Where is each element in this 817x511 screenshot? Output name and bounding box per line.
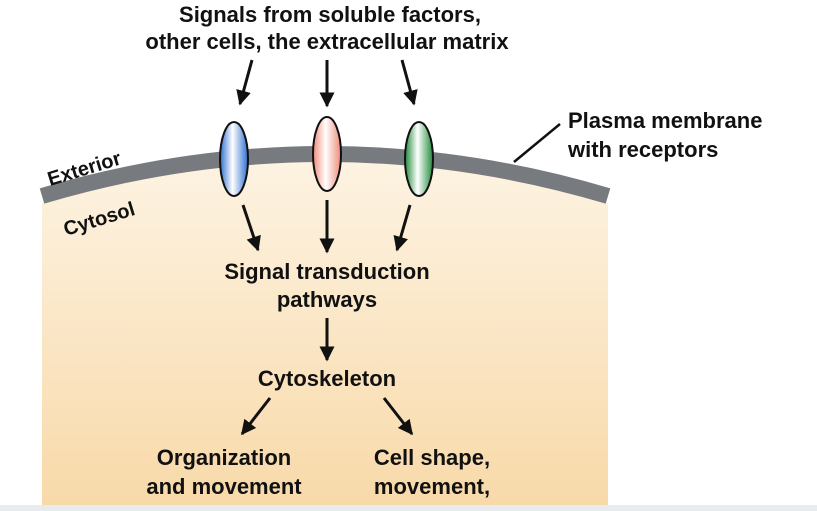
cytoskeleton-label: Cytoskeleton: [258, 366, 396, 391]
transduction-label-line-2: pathways: [277, 287, 377, 312]
receptor-group: [219, 116, 434, 197]
membrane-label-line-2: with receptors: [567, 137, 718, 162]
title-line-2: other cells, the extracellular matrix: [145, 29, 509, 54]
outcome-arrow-right: [382, 397, 414, 436]
bottom-fade-bar: [0, 505, 817, 511]
transduction-arrow-right: [393, 204, 412, 252]
receptor-pink: [312, 116, 342, 192]
outcome-left-line-1: Organization: [157, 445, 291, 470]
outcome-right-line-2: movement,: [374, 474, 490, 499]
transduction-label-line-1: Signal transduction: [224, 259, 429, 284]
membrane-label-line-1: Plasma membrane: [568, 108, 762, 133]
title-line-1: Signals from soluble factors,: [179, 2, 481, 27]
signal-arrow-right: [400, 59, 418, 106]
outcome-left-line-2: and movement: [146, 474, 302, 499]
receptor-green: [404, 121, 434, 197]
receptor-blue: [219, 121, 249, 197]
outcome-arrow-left: [240, 397, 272, 436]
membrane-leader-line: [513, 123, 561, 163]
cytosol-region: [42, 161, 608, 511]
signal-arrow-left: [236, 59, 254, 106]
outcome-right-line-1: Cell shape,: [374, 445, 490, 470]
transduction-arrow-left: [241, 204, 261, 252]
